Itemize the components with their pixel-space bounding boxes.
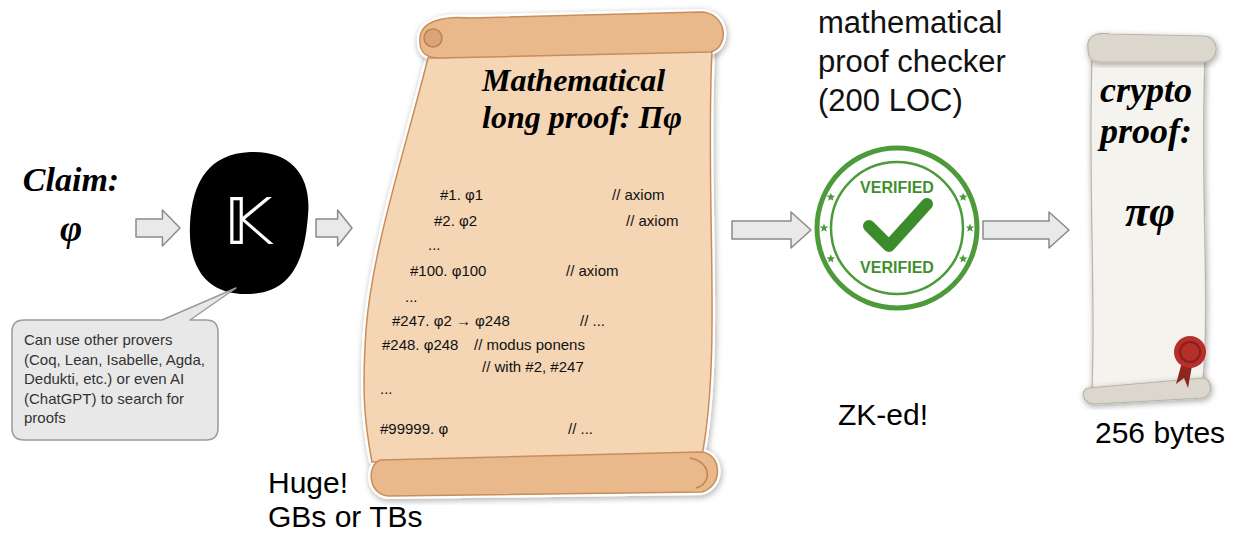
crypto-symbol: πφ xyxy=(1075,188,1225,236)
scroll-curl xyxy=(424,29,442,47)
callout-outline xyxy=(12,288,236,440)
step-comment: // ... xyxy=(568,420,593,438)
stamp-star xyxy=(959,193,968,201)
zk-note: ZK-ed! xyxy=(838,398,928,431)
stamp-word: VERIFIED xyxy=(837,179,957,197)
proof-checker-stamp-drawing xyxy=(817,148,977,308)
block-arrow xyxy=(732,212,811,248)
step-comment: // ... xyxy=(580,312,605,330)
callout-bubble: Can use other provers (Coq, Lean, Isabel… xyxy=(12,320,218,440)
block-arrow xyxy=(983,212,1069,248)
stamp-star xyxy=(827,254,836,262)
checker-heading: mathematical proof checker (200 LOC) xyxy=(818,4,1042,120)
stamp-star xyxy=(827,193,836,201)
claim-formula: φ xyxy=(12,206,130,252)
proof-step: #247. φ2 → φ248 xyxy=(392,312,510,330)
stamp-outer-ring xyxy=(817,148,977,308)
step-comment: // axiom xyxy=(626,212,679,230)
long-proof-scroll-drawing xyxy=(364,12,723,496)
crypto-title: crypto proof: xyxy=(1100,70,1212,153)
prover-symbol: 𝕂 xyxy=(186,190,310,254)
proof-step: #99999. φ xyxy=(380,420,448,438)
stamp-word: VERIFIED xyxy=(837,259,957,277)
step-comment: // axiom xyxy=(566,262,619,280)
long-proof-scroll: Mathematical long proof: Πφ #1. φ1 // axio… xyxy=(358,8,726,500)
ellipsis: ... xyxy=(428,236,441,254)
prover-blob: 𝕂 xyxy=(186,150,310,296)
proof-step: #248. φ248 xyxy=(382,336,458,354)
proof-step: #100. φ100 xyxy=(410,262,486,280)
scroll-top-roll xyxy=(420,12,723,58)
stamp-star xyxy=(820,224,829,232)
wax-seal xyxy=(1174,336,1206,368)
proof-checker-stamp: mathematical proof checker (200 LOC) VERI… xyxy=(812,0,1044,312)
stamp-star xyxy=(959,254,968,262)
size-note: 256 bytes xyxy=(1095,416,1225,449)
step-comment: // modus ponens xyxy=(474,336,585,354)
ellipsis: ... xyxy=(405,288,418,306)
check-mark xyxy=(869,204,927,246)
scroll-bottom-roll xyxy=(371,452,717,496)
step-comment: // axiom xyxy=(612,186,665,204)
stamp-star xyxy=(966,224,975,232)
scroll-bottom-roll-halo xyxy=(371,452,717,496)
size-note: GBs or TBs xyxy=(268,500,422,533)
crypto-proof-scroll: crypto proof: πφ xyxy=(1075,28,1225,408)
scroll-top-roll-halo xyxy=(420,12,723,58)
callout-text: Can use other provers (Coq, Lean, Isabel… xyxy=(24,330,206,428)
size-note: Huge! xyxy=(268,466,348,499)
proof-step: #1. φ1 xyxy=(440,186,483,204)
step-comment: // with #2, #247 xyxy=(482,358,584,376)
stamp-inner-ring xyxy=(831,162,963,294)
ellipsis: ... xyxy=(380,380,393,398)
claim-node: Claim: φ xyxy=(12,160,130,260)
scroll-bottom-roll xyxy=(1083,378,1210,404)
scroll-body xyxy=(364,50,712,462)
claim-heading: Claim: xyxy=(12,160,130,201)
block-arrow xyxy=(136,210,180,246)
wax-seal-ring xyxy=(1180,342,1200,362)
scroll-curl xyxy=(690,458,707,488)
block-arrow xyxy=(316,210,352,246)
proof-title: Mathematical long proof: Πφ xyxy=(482,62,712,136)
scroll-body-halo xyxy=(364,50,712,462)
scroll-top-roll xyxy=(1088,33,1216,62)
proof-step: #2. φ2 xyxy=(434,212,477,230)
